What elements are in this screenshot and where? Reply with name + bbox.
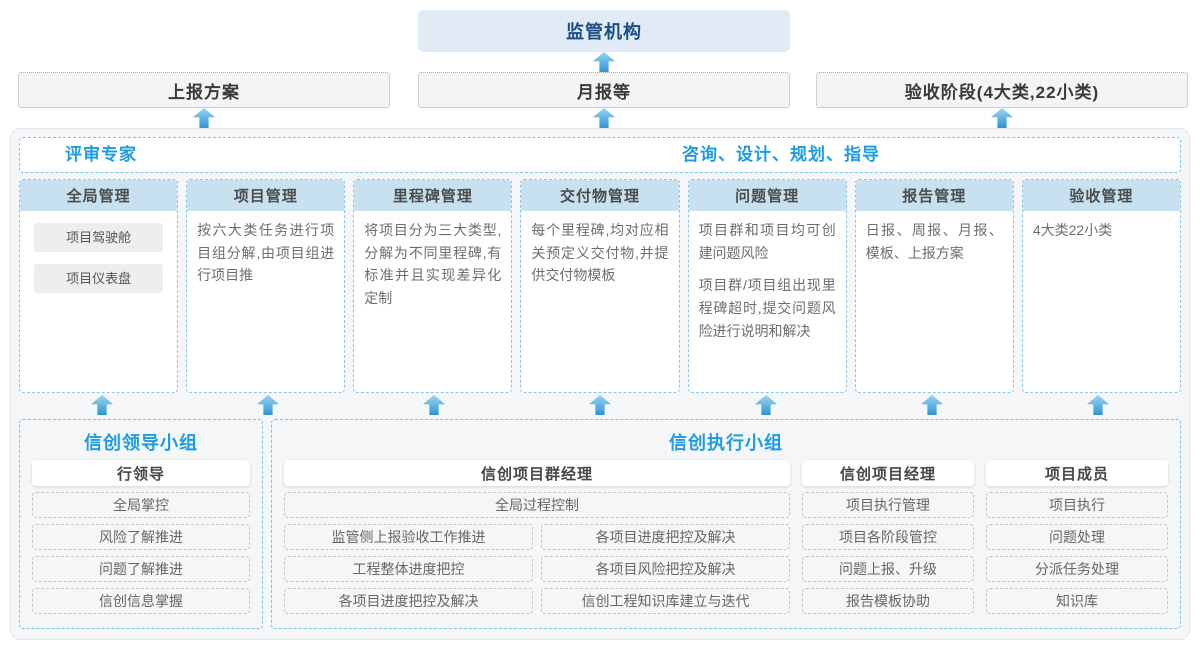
task-chip: 报告模板协助 (802, 588, 974, 614)
bank-leader-role: 行领导 (32, 460, 250, 486)
task-chip: 全局掌控 (32, 492, 250, 518)
column-issue-management: 问题管理 项目群和项目均可创建问题风险 项目群/项目组出现里程碑超时,提交问题风… (687, 179, 847, 393)
task-chip: 各项目风险把控及解决 (541, 556, 790, 582)
task-chip: 问题处理 (986, 524, 1168, 550)
column-body: 将项目分为三大类型,分解为不同里程碑,有标准并且实现差异化定制 (354, 211, 511, 318)
task-chip: 知识库 (986, 588, 1168, 614)
management-columns: 全局管理 项目驾驶舱 项目仪表盘 项目管理 按六大类任务进行项目组分解,由项目组… (19, 179, 1181, 393)
up-arrow-icon (423, 395, 445, 415)
up-arrow-icon (593, 108, 615, 128)
column-title: 里程碑管理 (354, 180, 512, 211)
column-title: 项目管理 (187, 180, 345, 211)
executor-group-body: 信创项目群经理 全局过程控制 监管侧上报验收工作推进 各项目进度把控及解决 工程… (272, 458, 1180, 614)
up-arrow-icon (991, 108, 1013, 128)
report-plan-box: 上报方案 (18, 72, 390, 108)
experts-header-bar: 评审专家 咨询、设计、规划、指导 (19, 137, 1181, 173)
up-arrow-icon (193, 108, 215, 128)
leader-group-box: 信创领导小组 行领导 全局掌控 风险了解推进 问题了解推进 信创信息掌握 (19, 419, 263, 629)
monthly-report-box: 月报等 (418, 72, 790, 108)
task-chip: 分派任务处理 (986, 556, 1168, 582)
task-chip: 项目执行 (986, 492, 1168, 518)
task-chip: 信创信息掌握 (32, 588, 250, 614)
project-member-section: 项目成员 项目执行 问题处理 分派任务处理 知识库 (986, 458, 1168, 614)
column-title: 交付物管理 (521, 180, 679, 211)
column-title: 全局管理 (20, 180, 178, 211)
column-body: 按六大类任务进行项目组分解,由项目组进行项目推 (187, 211, 344, 295)
task-chip: 问题了解推进 (32, 556, 250, 582)
executor-group-title: 信创执行小组 (669, 433, 783, 453)
executor-group-box: 信创执行小组 信创项目群经理 全局过程控制 监管侧上报验收工作推进 各项目进度把… (271, 419, 1181, 629)
column-milestone-management: 里程碑管理 将项目分为三大类型,分解为不同里程碑,有标准并且实现差异化定制 (353, 179, 513, 393)
column-project-management: 项目管理 按六大类任务进行项目组分解,由项目组进行项目推 (186, 179, 346, 393)
column-title: 报告管理 (855, 180, 1013, 211)
review-experts-title: 评审专家 (65, 145, 137, 164)
program-manager-role: 信创项目群经理 (284, 460, 790, 486)
column-body: 项目驾驶舱 项目仪表盘 (20, 211, 177, 313)
project-member-role: 项目成员 (986, 460, 1168, 486)
project-cockpit-chip: 项目驾驶舱 (34, 223, 164, 253)
task-chip: 风险了解推进 (32, 524, 250, 550)
column-report-management: 报告管理 日报、周报、月报、模板、上报方案 (854, 179, 1014, 393)
up-arrow-icon (91, 395, 113, 415)
column-global-management: 全局管理 项目驾驶舱 项目仪表盘 (19, 179, 179, 393)
column-title: 问题管理 (688, 180, 846, 211)
program-manager-task-grid: 监管侧上报验收工作推进 各项目进度把控及解决 工程整体进度把控 各项目风险把控及… (284, 518, 790, 614)
column-paragraph: 4大类22小类 (1032, 222, 1113, 238)
column-body: 日报、周报、月报、模板、上报方案 (856, 211, 1013, 272)
bottom-groups: 信创领导小组 行领导 全局掌控 风险了解推进 问题了解推进 信创信息掌握 信创执… (19, 419, 1181, 629)
column-paragraph: 将项目分为三大类型,分解为不同里程碑,有标准并且实现差异化定制 (364, 222, 502, 307)
up-arrow-icon (257, 395, 279, 415)
up-arrow-icon (593, 52, 615, 72)
column-body: 项目群和项目均可创建问题风险 项目群/项目组出现里程碑超时,提交问题风险进行说明… (689, 211, 846, 350)
column-deliverable-management: 交付物管理 每个里程碑,均对应相关预定义交付物,并提供交付物模板 (520, 179, 680, 393)
leader-group-title: 信创领导小组 (84, 433, 198, 453)
project-dashboard-chip: 项目仪表盘 (34, 264, 164, 294)
project-manager-section: 信创项目经理 项目执行管理 项目各阶段管控 问题上报、升级 报告模板协助 (802, 458, 974, 614)
column-title: 验收管理 (1022, 180, 1180, 211)
task-chip: 各项目进度把控及解决 (541, 524, 790, 550)
task-chip: 项目各阶段管控 (802, 524, 974, 550)
task-chip: 全局过程控制 (284, 492, 790, 518)
column-acceptance-management: 验收管理 4大类22小类 (1021, 179, 1181, 393)
project-manager-role: 信创项目经理 (802, 460, 974, 486)
task-chip: 项目执行管理 (802, 492, 974, 518)
column-paragraph: 按六大类任务进行项目组分解,由项目组进行项目推 (197, 222, 335, 284)
up-arrow-icon (755, 395, 777, 415)
column-body: 4大类22小类 (1023, 211, 1180, 250)
column-paragraph: 每个里程碑,均对应相关预定义交付物,并提供交付物模板 (531, 222, 669, 284)
up-arrow-icon (921, 395, 943, 415)
task-chip: 信创工程知识库建立与迭代 (541, 588, 790, 614)
platform-container: 评审专家 咨询、设计、规划、指导 全局管理 项目驾驶舱 项目仪表盘 项目管理 按… (10, 128, 1190, 640)
column-paragraph: 项目群和项目均可创建问题风险 (698, 222, 836, 261)
task-chip: 监管侧上报验收工作推进 (284, 524, 533, 550)
up-arrow-icon (1087, 395, 1109, 415)
task-chip: 问题上报、升级 (802, 556, 974, 582)
column-paragraph: 日报、周报、月报、模板、上报方案 (865, 222, 1003, 261)
column-arrows (19, 395, 1181, 415)
column-body: 每个里程碑,均对应相关预定义交付物,并提供交付物模板 (521, 211, 678, 295)
task-chip: 工程整体进度把控 (284, 556, 533, 582)
regulator-box: 监管机构 (418, 10, 790, 52)
column-paragraph: 项目群/项目组出现里程碑超时,提交问题风险进行说明和解决 (698, 277, 836, 339)
consulting-title: 咨询、设计、规划、指导 (682, 145, 880, 164)
program-manager-section: 信创项目群经理 全局过程控制 监管侧上报验收工作推进 各项目进度把控及解决 工程… (284, 458, 790, 614)
acceptance-stage-box: 验收阶段(4大类,22小类) (816, 72, 1188, 108)
task-chip: 各项目进度把控及解决 (284, 588, 533, 614)
leader-group-body: 行领导 全局掌控 风险了解推进 问题了解推进 信创信息掌握 (20, 460, 262, 614)
up-arrow-icon (589, 395, 611, 415)
